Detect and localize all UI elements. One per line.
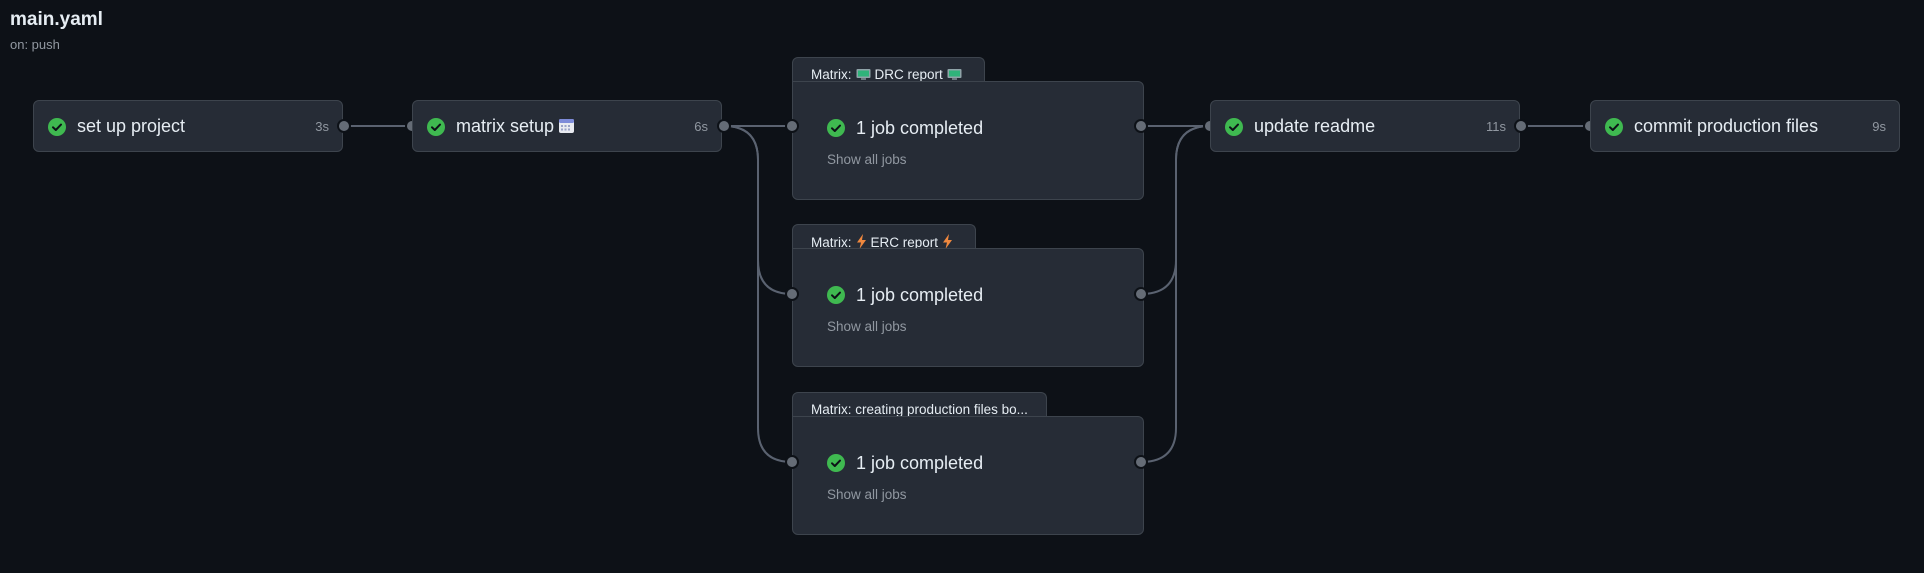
calendar-icon bbox=[558, 117, 575, 139]
lightning-bolt-icon bbox=[942, 234, 953, 252]
computer-screen-icon bbox=[856, 68, 871, 84]
edge-matrix-to-prod bbox=[723, 125, 793, 463]
show-all-jobs-link[interactable]: Show all jobs bbox=[827, 319, 907, 334]
matrix-group-title: Matrix:ERC report bbox=[792, 224, 977, 252]
workflow-title: main.yaml bbox=[10, 9, 103, 30]
connector-dot bbox=[1134, 287, 1148, 301]
matrix-group-title: Matrix:DRC report bbox=[792, 57, 985, 83]
connector-dot bbox=[785, 119, 799, 133]
job-name: update readme bbox=[1254, 116, 1376, 136]
connector-dot bbox=[1134, 455, 1148, 469]
check-circle-icon bbox=[827, 286, 845, 309]
job-name: matrix setup bbox=[456, 116, 579, 139]
job-duration: 6s bbox=[694, 119, 708, 134]
check-circle-icon bbox=[1605, 118, 1623, 141]
lightning-bolt-icon bbox=[856, 234, 867, 252]
matrix-summary: 1 job completed bbox=[856, 285, 984, 305]
matrix-summary: 1 job completed bbox=[856, 453, 984, 473]
show-all-jobs-link[interactable]: Show all jobs bbox=[827, 487, 907, 502]
connector-dot bbox=[785, 455, 799, 469]
job-commit-production-files[interactable]: commit production files 9s bbox=[1590, 100, 1900, 152]
connector-dot bbox=[1134, 119, 1148, 133]
job-matrix-setup[interactable]: matrix setup 6s bbox=[412, 100, 722, 152]
connector-dot bbox=[717, 119, 731, 133]
matrix-summary: 1 job completed bbox=[856, 118, 984, 138]
check-circle-icon bbox=[827, 119, 845, 142]
matrix-group-body: 1 job completed Show all jobs bbox=[792, 81, 1144, 200]
computer-screen-icon bbox=[947, 68, 962, 84]
job-name: set up project bbox=[77, 116, 186, 136]
check-circle-icon bbox=[1225, 118, 1243, 141]
check-circle-icon bbox=[48, 118, 66, 141]
job-name: commit production files bbox=[1634, 116, 1819, 136]
job-set-up-project[interactable]: set up project 3s bbox=[33, 100, 343, 152]
matrix-group-body: 1 job completed Show all jobs bbox=[792, 416, 1144, 535]
job-duration: 9s bbox=[1872, 119, 1886, 134]
workflow-trigger: on: push bbox=[10, 37, 60, 52]
matrix-group-title: Matrix: creating production files bo... bbox=[792, 392, 1047, 418]
check-circle-icon bbox=[827, 454, 845, 477]
show-all-jobs-link[interactable]: Show all jobs bbox=[827, 152, 907, 167]
edge-prod-to-readme bbox=[1140, 125, 1211, 463]
connector-dot bbox=[1514, 119, 1528, 133]
job-duration: 3s bbox=[315, 119, 329, 134]
connector-dot bbox=[337, 119, 351, 133]
connector-dot bbox=[785, 287, 799, 301]
job-duration: 11s bbox=[1486, 119, 1506, 134]
job-update-readme[interactable]: update readme 11s bbox=[1210, 100, 1520, 152]
check-circle-icon bbox=[427, 118, 445, 141]
matrix-group-body: 1 job completed Show all jobs bbox=[792, 248, 1144, 367]
